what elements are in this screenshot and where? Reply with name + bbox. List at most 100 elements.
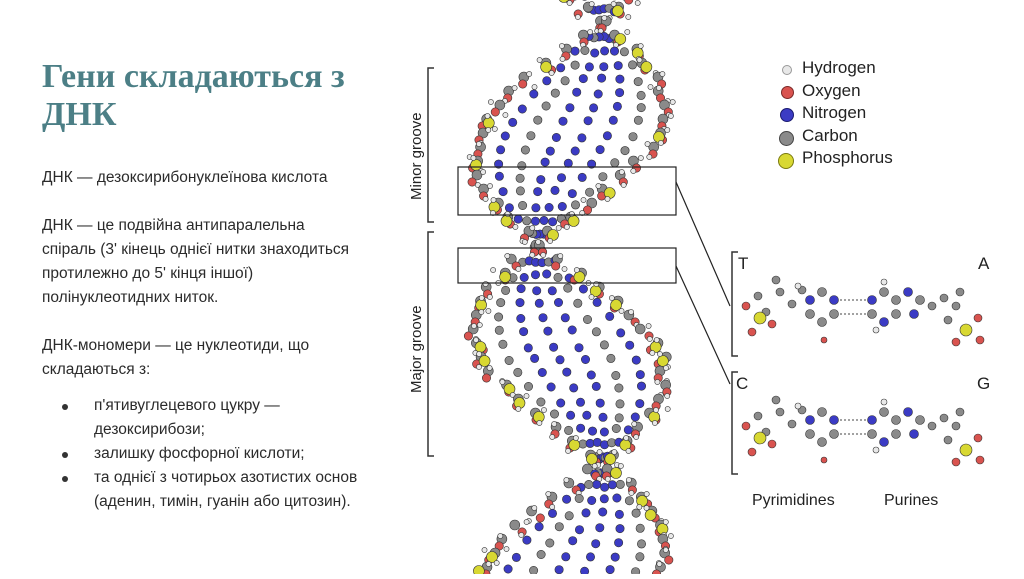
atom-sphere xyxy=(599,508,607,516)
atom-sphere xyxy=(592,463,597,468)
atom-sphere xyxy=(596,399,604,407)
atom-sphere xyxy=(532,505,537,510)
atom-sphere xyxy=(514,368,522,376)
atom-sphere xyxy=(821,457,827,463)
atom-sphere xyxy=(557,174,565,182)
pyrimidines-label: Pyrimidines xyxy=(752,492,835,510)
dna-figure: Minor groove Major groove T A C G Pyrimi… xyxy=(400,0,1024,574)
atom-sphere xyxy=(579,285,587,293)
atom-sphere xyxy=(650,350,655,355)
list-item-text: залишку фосфорної кислоти; xyxy=(94,445,305,462)
slide-title: Гени складаються з ДНК xyxy=(42,58,362,134)
atom-sphere xyxy=(556,356,564,364)
atom-sphere xyxy=(548,238,553,243)
atom-sphere xyxy=(629,133,637,141)
atom-sphere xyxy=(505,204,513,212)
atom-sphere xyxy=(487,183,492,188)
atom-sphere xyxy=(616,75,624,83)
atom-sphere xyxy=(542,102,550,110)
atom-sphere xyxy=(509,118,517,126)
atom-sphere xyxy=(880,438,889,447)
atom-sphere xyxy=(587,371,595,379)
atom-sphere xyxy=(557,64,565,72)
atom-sphere xyxy=(637,91,645,99)
atom-sphere xyxy=(491,197,496,202)
atom-sphere xyxy=(788,420,796,428)
atom-sphere xyxy=(657,561,662,566)
atom-sphere xyxy=(806,430,815,439)
atom-sphere xyxy=(546,147,554,155)
atom-sphere xyxy=(916,416,925,425)
atom-sphere xyxy=(518,105,526,113)
purines-label: Purines xyxy=(884,492,938,510)
atom-sphere xyxy=(524,519,529,524)
atom-sphere xyxy=(561,314,569,322)
atom-sphere xyxy=(483,118,494,129)
atom-sphere xyxy=(516,298,524,306)
atom-sphere xyxy=(566,411,574,419)
atom-sphere xyxy=(568,326,576,334)
atom-sphere xyxy=(645,510,656,521)
atom-sphere xyxy=(632,356,640,364)
atom-sphere xyxy=(600,62,608,70)
atom-sphere xyxy=(548,509,556,517)
atom-sphere xyxy=(501,286,509,294)
atom-sphere xyxy=(517,314,525,322)
atom-sphere xyxy=(574,272,585,283)
atom-sphere xyxy=(880,288,889,297)
atom-sphere xyxy=(503,112,508,117)
atom-sphere xyxy=(523,536,531,544)
atom-sphere xyxy=(498,533,503,538)
atom-sphere xyxy=(551,186,559,194)
atom-sphere xyxy=(621,182,626,187)
atom-sphere xyxy=(539,314,547,322)
atom-sphere xyxy=(611,553,619,561)
atom-sphere xyxy=(599,173,607,181)
oxygen-dot-icon xyxy=(781,86,794,99)
atom-sphere xyxy=(742,302,750,310)
atom-sphere xyxy=(570,384,578,392)
atom-sphere xyxy=(928,302,936,310)
atom-sphere xyxy=(557,399,565,407)
atom-sphere xyxy=(564,224,569,229)
atom-sphere xyxy=(585,480,593,488)
connector-line-ta xyxy=(676,182,730,306)
atom-sphere xyxy=(636,553,644,561)
atom-sphere xyxy=(754,292,762,300)
atom-sphere xyxy=(611,468,622,479)
paragraph-structure: ДНК — це подвійна антипаралельна спіраль… xyxy=(42,214,362,310)
atom-sphere xyxy=(625,29,630,34)
atom-sphere xyxy=(600,483,608,491)
atom-sphere xyxy=(487,365,492,370)
atom-sphere xyxy=(776,288,784,296)
atom-sphere xyxy=(548,218,556,226)
atom-sphere xyxy=(644,491,649,496)
atom-sphere xyxy=(555,566,563,574)
atom-sphere xyxy=(605,454,616,465)
atom-sphere xyxy=(501,132,509,140)
atom-sphere xyxy=(535,523,543,531)
atom-sphere xyxy=(617,329,625,337)
atom-sphere xyxy=(645,141,650,146)
atom-sphere xyxy=(635,324,645,334)
atom-sphere xyxy=(521,146,529,154)
atom-sphere xyxy=(536,514,544,522)
atom-sphere xyxy=(665,127,670,132)
atom-sphere xyxy=(615,384,623,392)
atom-sphere xyxy=(616,480,624,488)
atom-sphere xyxy=(543,77,551,85)
atom-sphere xyxy=(592,382,600,390)
atom-sphere xyxy=(974,434,982,442)
atom-sphere xyxy=(586,454,597,465)
atom-sphere xyxy=(641,62,652,73)
atom-sphere xyxy=(537,420,542,425)
phosphorus-dot-icon xyxy=(778,153,794,169)
atom-sphere xyxy=(537,57,542,62)
atom-sphere xyxy=(665,556,673,564)
atom-sphere xyxy=(518,201,526,209)
atom-sphere xyxy=(976,456,984,464)
atom-sphere xyxy=(754,312,766,324)
atom-sphere xyxy=(541,252,546,257)
atom-sphere xyxy=(565,512,573,520)
atom-sphere xyxy=(559,43,564,48)
